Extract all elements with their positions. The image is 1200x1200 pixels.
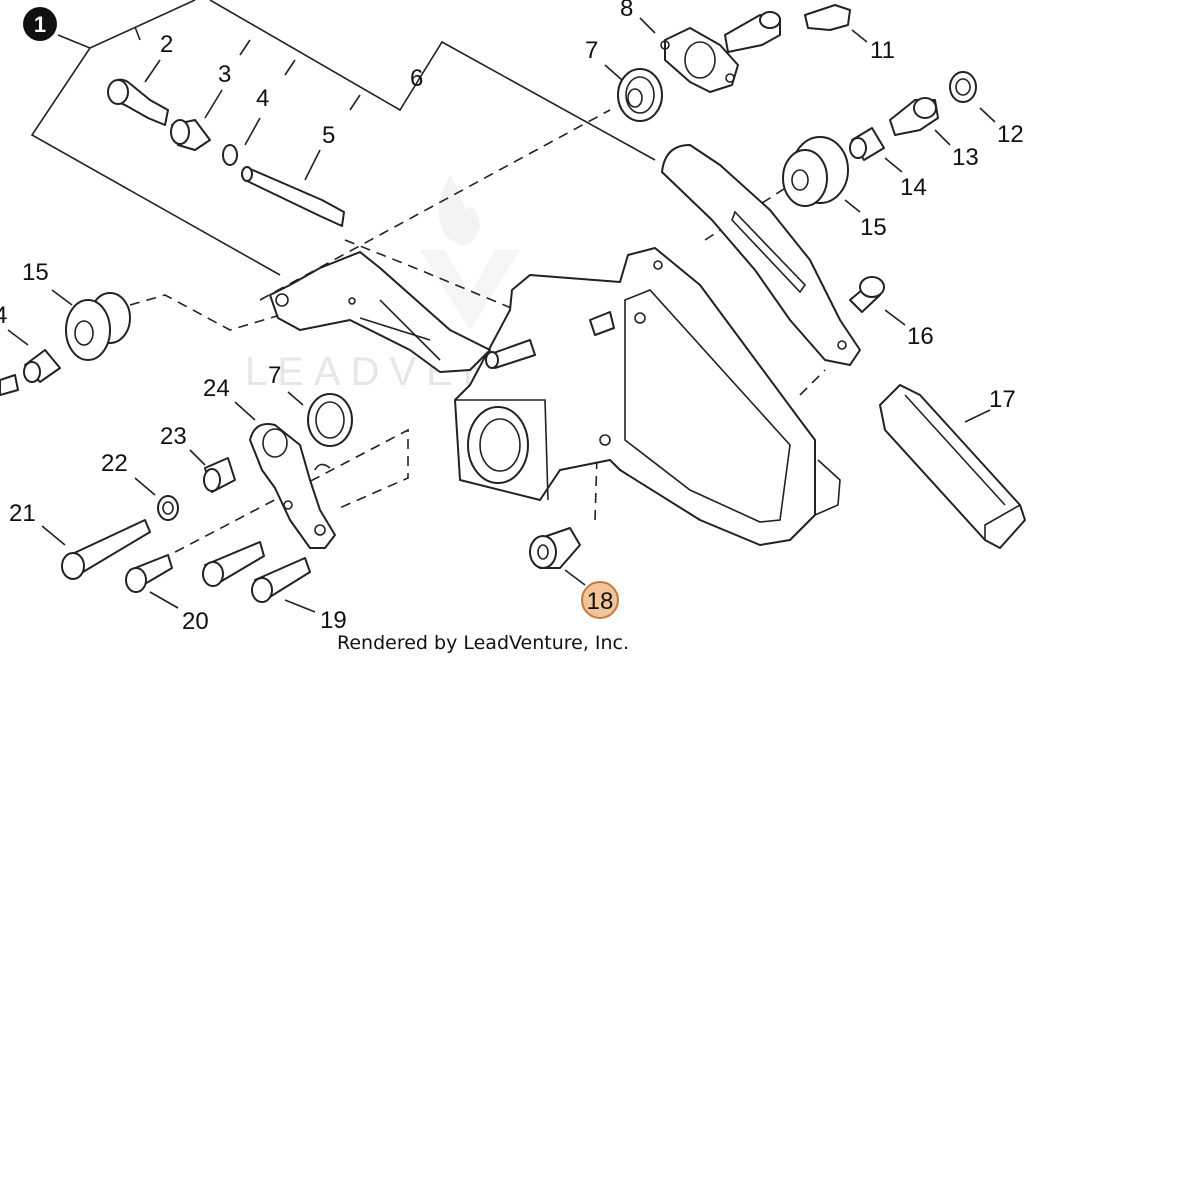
callout-19: 19 <box>320 607 347 634</box>
part-24-arm[interactable] <box>249 423 336 549</box>
main-housing[interactable] <box>454 247 841 546</box>
callout-23: 23 <box>160 423 187 450</box>
part-13-bolt-left[interactable] <box>0 374 19 396</box>
part-5-pin[interactable] <box>241 166 345 227</box>
callout-13: 13 <box>952 144 979 171</box>
part-2-plunger[interactable] <box>107 78 169 126</box>
callout-20: 20 <box>182 608 209 635</box>
callout-15-left: 15 <box>22 259 49 286</box>
callout-21: 21 <box>9 500 36 527</box>
pivot-pins <box>485 311 615 369</box>
brake-lever[interactable] <box>269 251 491 373</box>
part-15-mount-left[interactable] <box>65 292 131 361</box>
callout-16: 16 <box>907 323 934 350</box>
callout-11: 11 <box>870 37 895 64</box>
part-12-washer[interactable] <box>949 71 977 103</box>
part-21-bolt[interactable] <box>61 519 151 580</box>
callout-3: 3 <box>218 61 231 88</box>
callout-18-highlight[interactable]: 18 <box>581 581 619 619</box>
part-23-sleeve[interactable] <box>203 457 236 493</box>
watermark-logo <box>420 175 520 330</box>
part-13-bolt[interactable] <box>889 97 939 136</box>
leader-lines <box>7 17 996 613</box>
part-3-bushing[interactable] <box>170 119 211 151</box>
callout-2: 2 <box>160 31 173 58</box>
part-20-bolt[interactable] <box>125 554 173 593</box>
part-15-mount-right[interactable] <box>782 136 849 207</box>
callout-4-left: 4 <box>0 302 7 329</box>
part-14-collar[interactable] <box>849 127 885 161</box>
callout-12: 12 <box>997 121 1024 148</box>
callout-15-right: 15 <box>860 214 887 241</box>
callout-18: 18 <box>587 588 614 615</box>
part-18-plug[interactable] <box>529 527 581 569</box>
callout-4: 4 <box>256 85 269 112</box>
part-11-screw[interactable] <box>804 4 851 31</box>
assembly-marker: 1 <box>23 7 57 41</box>
part-14-collar-left[interactable] <box>23 349 61 383</box>
credit-text: Rendered by LeadVenture, Inc. <box>337 632 629 654</box>
callout-17: 17 <box>989 386 1016 413</box>
part-22-washer[interactable] <box>157 495 179 521</box>
part-4-ring[interactable] <box>222 144 238 166</box>
callout-14: 14 <box>900 174 927 201</box>
part-9-bolt[interactable] <box>724 11 781 53</box>
part-8-plate[interactable] <box>660 27 739 93</box>
part-16-screw[interactable] <box>849 276 885 313</box>
callout-labels: 2 3 4 5 6 7 8 11 12 13 14 15 16 17 15 4 … <box>0 0 1024 635</box>
callout-24: 24 <box>203 375 230 402</box>
assembly-bracket <box>30 0 656 276</box>
callout-5: 5 <box>322 122 335 149</box>
callout-22: 22 <box>101 450 128 477</box>
svg-text:1: 1 <box>34 12 46 37</box>
callout-7-left: 7 <box>268 362 281 389</box>
part-7-spring-left[interactable] <box>307 393 353 471</box>
callout-7-top: 7 <box>585 37 598 64</box>
callout-6: 6 <box>410 65 423 92</box>
part-19-bolt-b[interactable] <box>251 557 311 603</box>
part-7-spring-top[interactable] <box>617 68 663 122</box>
part-6-cover[interactable] <box>661 144 861 366</box>
part-17-rail[interactable] <box>879 384 1026 549</box>
callout-8: 8 <box>620 0 633 22</box>
part-19-bolt-a[interactable] <box>202 541 265 587</box>
